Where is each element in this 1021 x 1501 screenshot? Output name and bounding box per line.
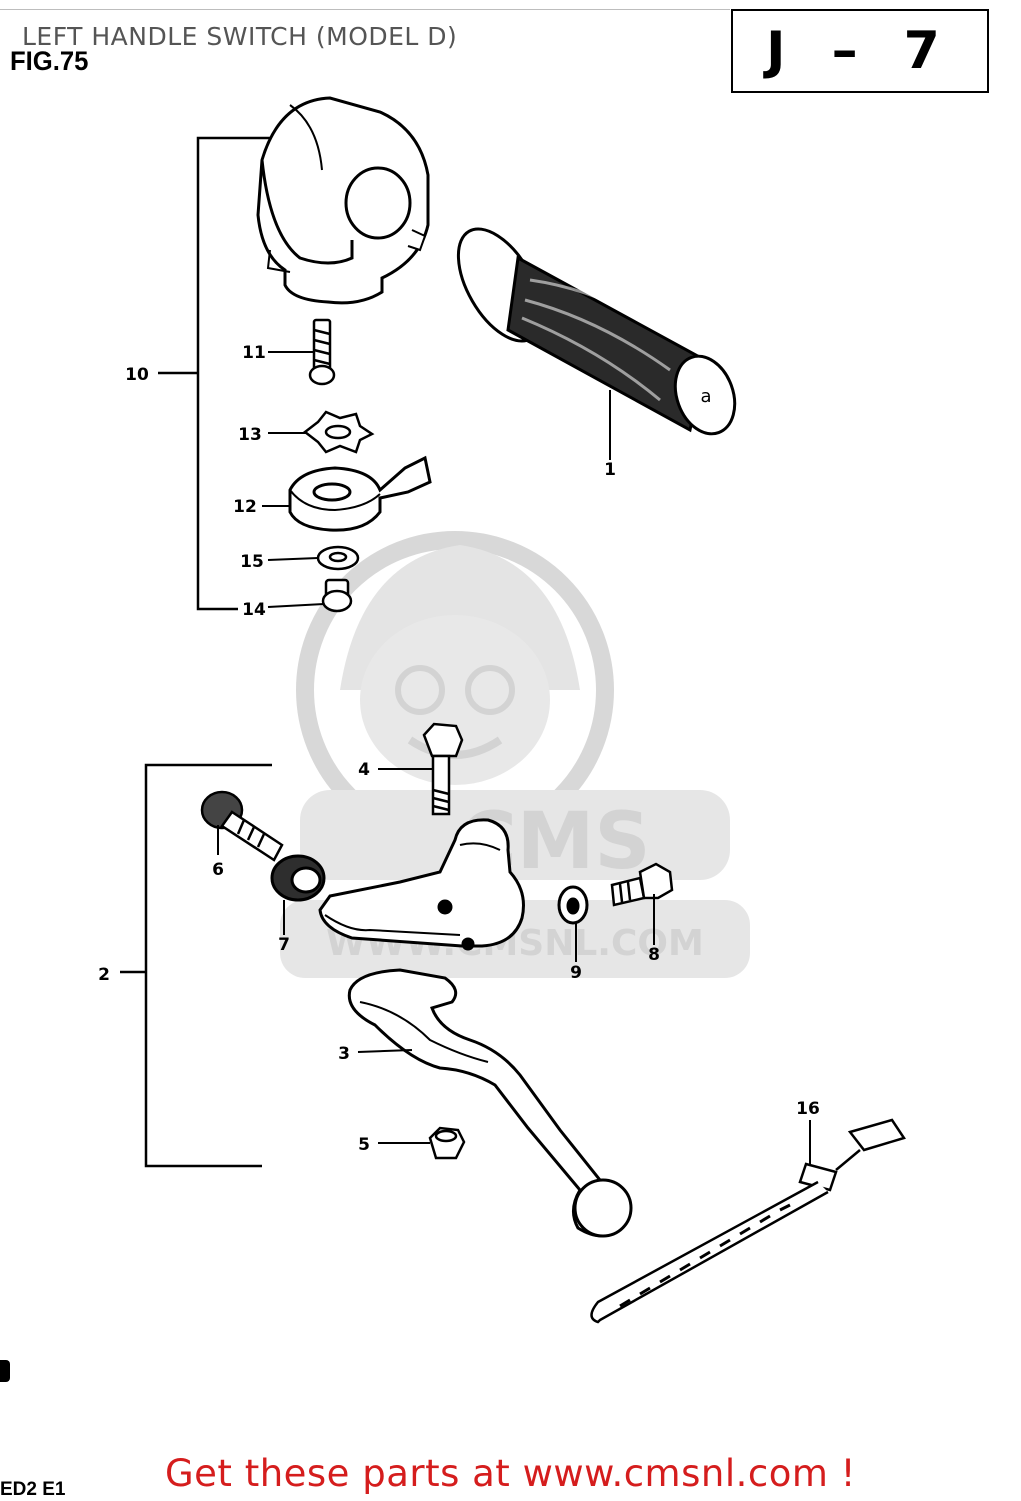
- footer-code: ED2 E1: [0, 1479, 66, 1500]
- callout-numbers: 1 2 3 4 5 6 7 8 9 10 11 12 13 14 15 16: [98, 343, 820, 1155]
- top-rule: [0, 9, 730, 10]
- washer-15: [316, 545, 360, 571]
- washer-9: [557, 885, 589, 925]
- bracket-group-2: [120, 763, 272, 1168]
- nut-5: [428, 1126, 466, 1160]
- svg-text:a: a: [700, 386, 711, 407]
- callout-10: 10: [125, 365, 149, 385]
- clutch-lever-3: [347, 968, 633, 1238]
- callout-13: 13: [238, 425, 262, 445]
- callout-11: 11: [242, 343, 266, 363]
- switch-housing: [256, 96, 430, 305]
- adjuster-bolt-6: [200, 790, 284, 862]
- page-title: LEFT HANDLE SWITCH (MODEL D): [22, 22, 458, 51]
- callout-4: 4: [358, 760, 370, 780]
- bracket-group-10: [158, 136, 272, 611]
- section-code-box: J – 7: [731, 9, 989, 93]
- callout-16: 16: [796, 1099, 820, 1119]
- callout-3: 3: [338, 1044, 350, 1064]
- lever-holder: [318, 818, 525, 951]
- callout-8: 8: [648, 945, 660, 965]
- callout-5: 5: [358, 1135, 370, 1155]
- choke-lever-12: [288, 455, 432, 532]
- callout-2: 2: [98, 965, 110, 985]
- callout-14: 14: [242, 600, 266, 620]
- screw-11: [308, 318, 336, 386]
- callout-1: 1: [604, 460, 616, 480]
- callout-7: 7: [278, 935, 290, 955]
- pivot-bolt-4: [422, 722, 464, 816]
- figure-label: FIG.75: [10, 46, 89, 76]
- leader-lines: [217, 351, 811, 1165]
- edge-mark: [0, 1360, 10, 1382]
- handlebar-grip: a: [456, 227, 737, 436]
- callout-6: 6: [212, 860, 224, 880]
- promo-link[interactable]: Get these parts at www.cmsnl.com !: [164, 1452, 856, 1495]
- cmsnl-watermark: CMS WWW.CMSNL.COM: [280, 531, 750, 978]
- callout-12: 12: [233, 497, 257, 517]
- cable-tie-16: [590, 1118, 906, 1324]
- adjuster-nut-7: [270, 854, 326, 902]
- screw-14: [321, 578, 353, 613]
- star-washer-13: [302, 410, 375, 454]
- bolt-8: [610, 862, 674, 907]
- callout-9: 9: [570, 963, 582, 983]
- callout-15: 15: [240, 552, 264, 572]
